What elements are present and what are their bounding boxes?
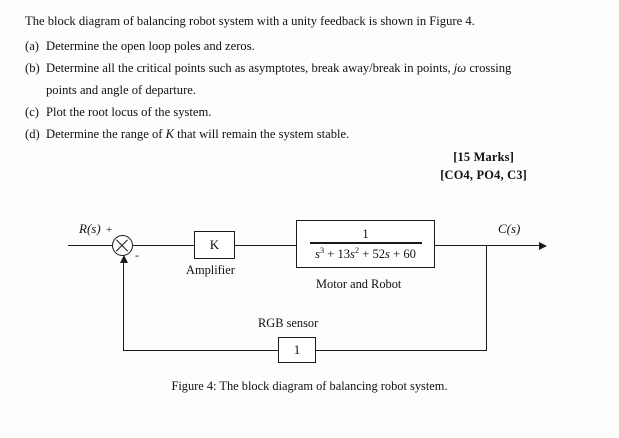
question-item-a: (a) Determine the open loop poles and ze… <box>25 35 545 57</box>
marks-line: [15 Marks] <box>453 150 515 164</box>
den-mid: + 13 <box>324 246 351 261</box>
wire-feedback-left-horizontal <box>124 350 279 352</box>
question-d-k: K <box>165 127 174 141</box>
figure-caption: Figure 4: The block diagram of balancing… <box>171 379 448 393</box>
plant-block: 1 s3 + 13s2 + 52s + 60 <box>296 220 435 268</box>
den-s3-exponent: 3 <box>319 245 325 255</box>
wire-input <box>68 245 114 247</box>
plant-denominator: s3 + 13s2 + 52s + 60 <box>311 244 420 262</box>
feedback-arrowhead <box>119 255 128 263</box>
summing-junction <box>112 235 133 256</box>
wire-feedback-right-vertical <box>486 245 488 351</box>
intro-line: The block diagram of balancing robot sys… <box>25 14 475 28</box>
amplifier-block-caption: Amplifier <box>186 263 235 277</box>
marks-block: [15 Marks] [CO4, PO4, C3] <box>440 148 527 184</box>
plant-block-caption: Motor and Robot <box>316 277 402 291</box>
question-label-d: (d) <box>25 127 40 141</box>
wire-error-signal <box>133 245 194 247</box>
den-s3: s <box>315 246 320 261</box>
summing-junction-minus-sign: - <box>135 248 139 262</box>
wire-feedback-right-horizontal <box>316 350 487 352</box>
amplifier-block: K <box>194 231 235 259</box>
plant-numerator: 1 <box>362 226 369 241</box>
wire-amplifier-to-plant <box>235 245 296 247</box>
input-label: R(s) <box>79 221 101 236</box>
den-s1: s <box>385 246 390 261</box>
den-s2: s <box>350 246 355 261</box>
outcomes-line: [CO4, PO4, C3] <box>440 168 527 182</box>
summing-junction-plus-sign: + <box>106 224 113 236</box>
question-item-d: (d) Determine the range of K that will r… <box>25 123 545 145</box>
den-const: + 60 <box>389 246 416 261</box>
question-d-part1: Determine the range of <box>46 127 166 141</box>
question-b-part1: Determine all the critical points such a… <box>46 61 454 75</box>
question-body-b: Determine all the critical points such a… <box>46 57 545 79</box>
question-label-c: (c) <box>25 105 39 119</box>
question-item-b: (b) Determine all the critical points su… <box>25 57 545 79</box>
question-d-part2: that will remain the system stable. <box>174 127 350 141</box>
feedback-block: 1 <box>278 337 316 363</box>
feedback-block-value: 1 <box>293 342 301 357</box>
output-arrowhead <box>539 241 547 250</box>
question-label-b: (b) <box>25 61 40 75</box>
amplifier-block-value: K <box>209 237 220 252</box>
question-body-a: Determine the open loop poles and zeros. <box>46 39 255 53</box>
wire-feedback-left-vertical <box>123 262 125 351</box>
question-body-c: Plot the root locus of the system. <box>46 105 212 119</box>
question-b-part2: crossing <box>466 61 512 75</box>
question-label-a: (a) <box>25 39 39 53</box>
plant-fraction-bar <box>309 242 422 244</box>
output-label: C(s) <box>498 221 521 236</box>
question-b-jomega: jω <box>453 61 467 75</box>
den-tail: + 52 <box>359 246 386 261</box>
plant-transfer-function: 1 s3 + 13s2 + 52s + 60 <box>309 226 422 262</box>
question-text-block: The block diagram of balancing robot sys… <box>25 10 545 145</box>
question-item-c: (c) Plot the root locus of the system. <box>25 101 545 123</box>
question-b-continuation: points and angle of departure. <box>46 83 197 97</box>
question-body-d: Determine the range of K that will remai… <box>46 123 545 145</box>
feedback-block-caption: RGB sensor <box>258 316 319 330</box>
den-s2-exponent: 2 <box>354 245 360 255</box>
